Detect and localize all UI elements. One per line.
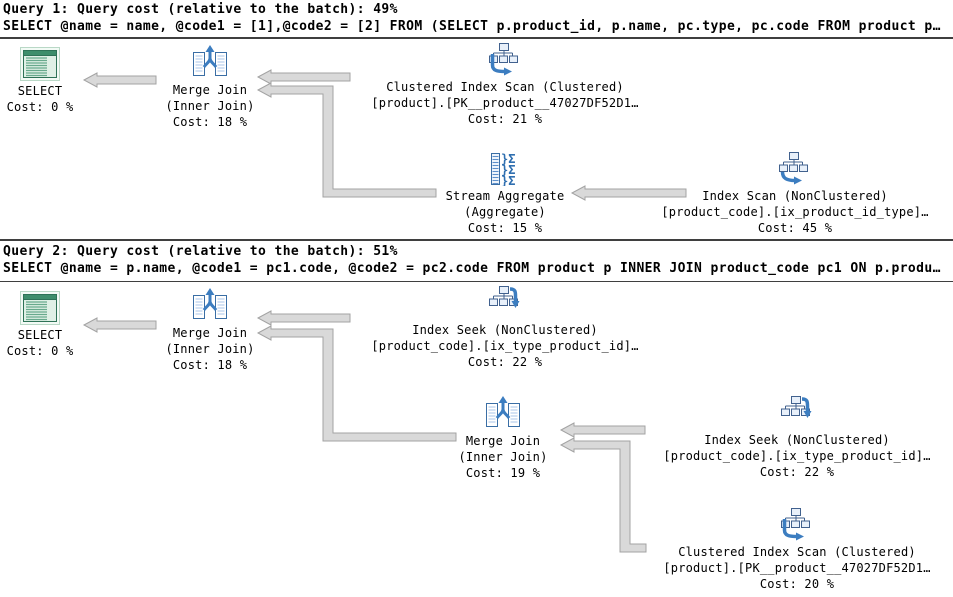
node-cost: Cost: 22 % bbox=[759, 465, 835, 479]
query1-cost-line: Query 1: Query cost (relative to the bat… bbox=[3, 2, 398, 17]
query2-header[interactable]: Query 2: Query cost (relative to the bat… bbox=[3, 243, 941, 277]
node-q2-select[interactable]: SELECT Cost: 0 % bbox=[0, 290, 80, 359]
node-q2-merge-join-inner[interactable]: Merge Join (Inner Join) Cost: 19 % bbox=[453, 394, 553, 481]
node-q1-stream-aggregate[interactable]: Stream Aggregate (Aggregate) Cost: 15 % bbox=[365, 151, 645, 236]
node-cost: Cost: 18 % bbox=[172, 358, 248, 372]
merge-join-icon bbox=[160, 43, 260, 80]
separator bbox=[0, 281, 953, 282]
node-label: Index Seek (NonClustered) bbox=[704, 433, 890, 447]
query2-statement: SELECT @name = p.name, @code1 = pc1.code… bbox=[3, 261, 941, 276]
node-cost: Cost: 45 % bbox=[757, 221, 833, 235]
node-cost: Cost: 0 % bbox=[6, 100, 74, 114]
node-label: Merge Join bbox=[465, 434, 541, 448]
node-cost: Cost: 15 % bbox=[467, 221, 543, 235]
node-q2-clustered-index-scan[interactable]: Clustered Index Scan (Clustered) [produc… bbox=[652, 508, 942, 592]
clustered-index-scan-icon bbox=[365, 43, 645, 77]
node-label: Merge Join bbox=[172, 83, 248, 97]
query2-cost-line: Query 2: Query cost (relative to the bat… bbox=[3, 244, 398, 259]
node-q2-index-seek-mid[interactable]: Index Seek (NonClustered) [product_code]… bbox=[652, 396, 942, 480]
arrow-q1-index-scan-to-stream-aggregate[interactable] bbox=[570, 185, 687, 201]
node-label: Index Scan (NonClustered) bbox=[702, 189, 888, 203]
node-detail: [product_code].[ix_product_id_type]… bbox=[661, 205, 929, 219]
index-seek-icon bbox=[652, 396, 942, 430]
node-detail: (Inner Join) bbox=[165, 342, 255, 356]
arrow-q2-inner-merge-join-to-merge-join[interactable] bbox=[256, 325, 457, 442]
arrow-q1-stream-aggregate-to-merge-join[interactable] bbox=[256, 82, 437, 198]
node-label: Merge Join bbox=[172, 326, 248, 340]
arrow-q2-merge-join-to-select[interactable] bbox=[82, 317, 157, 333]
node-detail: [product_code].[ix_type_product_id]… bbox=[663, 449, 931, 463]
stream-aggregate-icon bbox=[365, 151, 645, 189]
arrow-q1-merge-join-to-select[interactable] bbox=[82, 72, 157, 88]
node-detail: [product].[PK__product__47027DF52D1… bbox=[371, 96, 639, 110]
node-detail: (Inner Join) bbox=[165, 99, 255, 113]
node-cost: Cost: 18 % bbox=[172, 115, 248, 129]
node-q2-merge-join-outer[interactable]: Merge Join (Inner Join) Cost: 18 % bbox=[160, 286, 260, 373]
index-scan-icon bbox=[650, 152, 940, 186]
node-q1-clustered-index-scan[interactable]: Clustered Index Scan (Clustered) [produc… bbox=[365, 43, 645, 127]
node-q1-merge-join[interactable]: Merge Join (Inner Join) Cost: 18 % bbox=[160, 43, 260, 130]
node-detail: (Aggregate) bbox=[464, 205, 546, 219]
query1-statement: SELECT @name = name, @code1 = [1],@code2… bbox=[3, 19, 941, 34]
separator bbox=[0, 37, 953, 39]
separator bbox=[0, 239, 953, 241]
arrow-q2-index-seek-to-merge-join[interactable] bbox=[256, 310, 351, 326]
arrow-q2-index-seek2-to-inner-merge-join[interactable] bbox=[559, 422, 646, 438]
select-result-icon bbox=[0, 290, 80, 326]
clustered-index-scan-icon bbox=[652, 508, 942, 542]
node-cost: Cost: 19 % bbox=[465, 466, 541, 480]
node-detail: [product].[PK__product__47027DF52D1… bbox=[663, 561, 931, 575]
node-detail: [product_code].[ix_type_product_id]… bbox=[371, 339, 639, 353]
query1-header[interactable]: Query 1: Query cost (relative to the bat… bbox=[3, 1, 941, 35]
node-label: SELECT bbox=[17, 328, 63, 342]
node-cost: Cost: 21 % bbox=[467, 112, 543, 126]
node-label: Stream Aggregate bbox=[445, 189, 565, 203]
arrow-q2-clustered-index-scan-to-inner-merge-join[interactable] bbox=[559, 437, 647, 553]
merge-join-icon bbox=[160, 286, 260, 323]
arrow-q1-clustered-index-scan-to-merge-join[interactable] bbox=[256, 69, 351, 85]
node-cost: Cost: 20 % bbox=[759, 577, 835, 591]
merge-join-icon bbox=[453, 394, 553, 431]
select-result-icon bbox=[0, 46, 80, 82]
node-q2-index-seek-top[interactable]: Index Seek (NonClustered) [product_code]… bbox=[360, 286, 650, 370]
node-q1-index-scan[interactable]: Index Scan (NonClustered) [product_code]… bbox=[650, 152, 940, 236]
node-label: Clustered Index Scan (Clustered) bbox=[386, 80, 624, 94]
node-label: Index Seek (NonClustered) bbox=[412, 323, 598, 337]
node-cost: Cost: 22 % bbox=[467, 355, 543, 369]
node-label: Clustered Index Scan (Clustered) bbox=[678, 545, 916, 559]
node-q1-select[interactable]: SELECT Cost: 0 % bbox=[0, 46, 80, 115]
index-seek-icon bbox=[360, 286, 650, 320]
node-detail: (Inner Join) bbox=[458, 450, 548, 464]
node-label: SELECT bbox=[17, 84, 63, 98]
node-cost: Cost: 0 % bbox=[6, 344, 74, 358]
